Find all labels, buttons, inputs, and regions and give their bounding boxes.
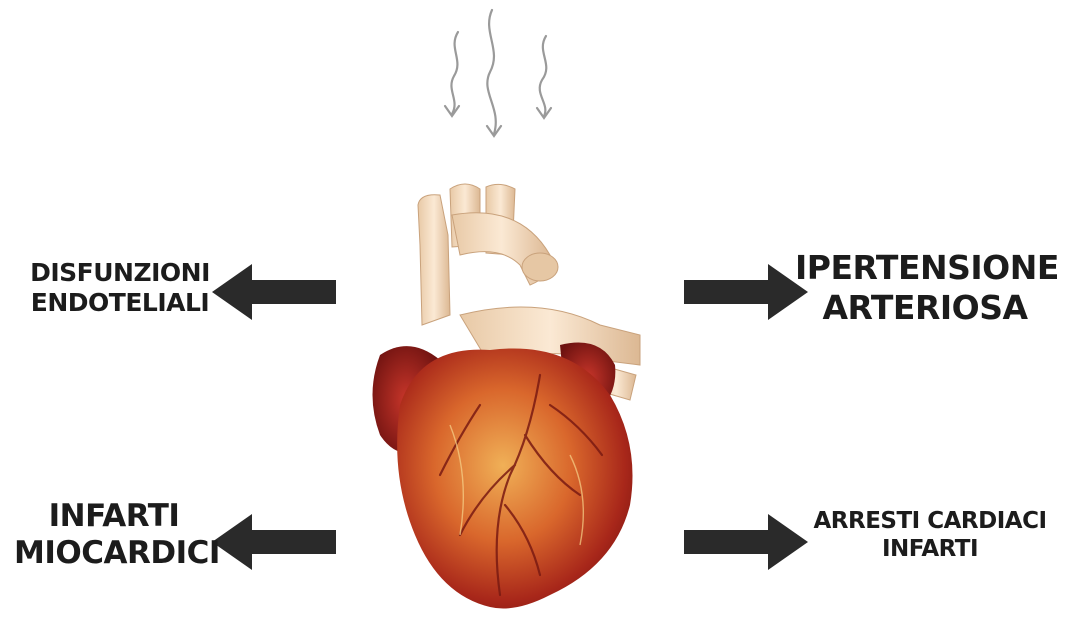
vapor-line-center [487, 10, 495, 134]
label-line: ARTERIOSA [795, 288, 1055, 328]
arrow-left-icon [212, 264, 336, 320]
label-arterial-hypertension: IPERTENSIONE ARTERIOSA [795, 248, 1055, 327]
vapor-line-left [451, 32, 458, 114]
arrow-right-icon [684, 264, 808, 320]
label-cardiac-arrest: ARRESTI CARDIACI INFARTI [800, 508, 1060, 563]
label-line: INFARTI [800, 536, 1060, 564]
label-line: IPERTENSIONE [795, 248, 1055, 288]
label-line: ENDOTELIALI [20, 288, 220, 318]
label-line: MIOCARDICI [14, 535, 214, 572]
label-line: ARRESTI CARDIACI [800, 508, 1060, 536]
label-endothelial-dysfunction: DISFUNZIONI ENDOTELIALI [20, 258, 220, 318]
heart-body [397, 348, 632, 608]
arrow-left-icon [212, 514, 336, 570]
vapor-line-right [540, 36, 547, 116]
label-line: DISFUNZIONI [20, 258, 220, 288]
label-myocardial-infarction: INFARTI MIOCARDICI [14, 498, 214, 572]
heart-illustration [340, 175, 680, 615]
vapor-arrowhead-left [445, 106, 459, 116]
arrow-right-icon [684, 514, 808, 570]
label-line: INFARTI [14, 498, 214, 535]
vapor-arrows-icon [430, 0, 570, 150]
